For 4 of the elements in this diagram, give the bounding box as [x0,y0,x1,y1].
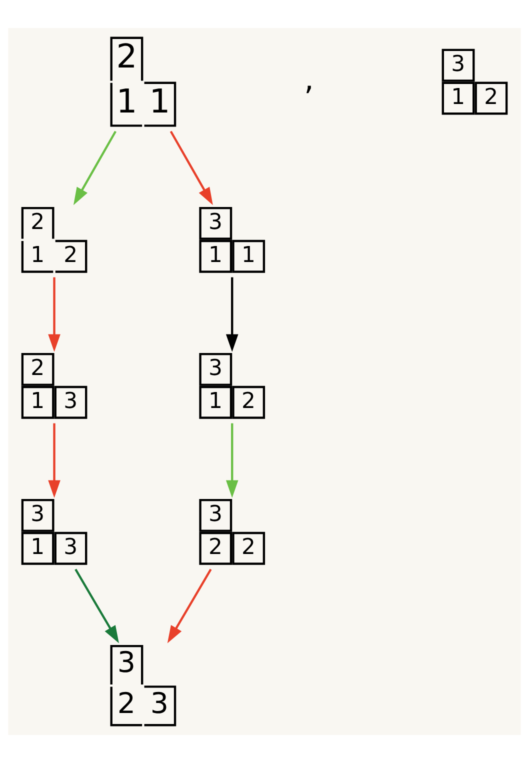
node-text: 2 1 2 [30,210,78,268]
node-text: 2 1 1 [116,36,170,121]
node-text: 3 2 3 [117,646,168,720]
label: , [304,61,314,98]
